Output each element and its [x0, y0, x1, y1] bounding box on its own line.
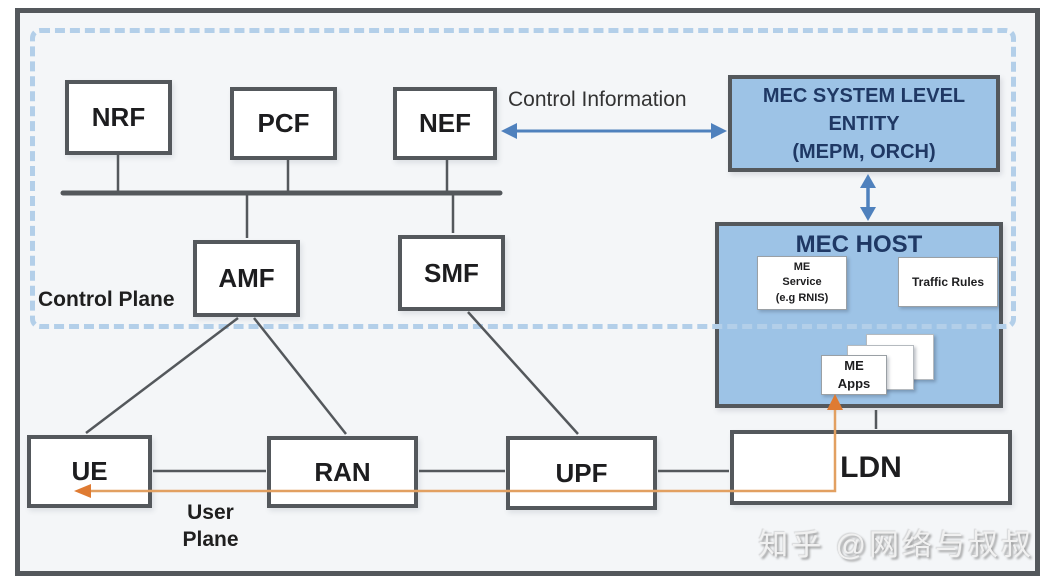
me-apps-line2: Apps: [837, 376, 871, 391]
node-ran: RAN: [267, 436, 418, 508]
user-plane-label-line2: Plane: [182, 528, 239, 552]
mec-sle-line1: MEC SYSTEM LEVEL: [762, 84, 966, 107]
node-ldn: LDN: [730, 430, 1012, 505]
control-information-label: Control Information: [508, 88, 687, 111]
mec-host-box: MEC HOST ME Service (e.g RNIS) Traffic R…: [715, 222, 1003, 408]
node-upf: UPF: [506, 436, 657, 510]
traffic-rules-box: Traffic Rules: [898, 257, 998, 307]
control-plane-label: Control Plane: [38, 288, 175, 311]
node-pcf: PCF: [230, 87, 337, 160]
node-nrf: NRF: [65, 80, 172, 155]
mec-host-title: MEC HOST: [795, 231, 923, 258]
me-service-line2: Service: [782, 276, 822, 289]
node-ue: UE: [27, 435, 152, 508]
node-amf-label: AMF: [218, 263, 275, 293]
node-smf-label: SMF: [424, 257, 479, 288]
node-pcf-label: PCF: [257, 108, 310, 138]
watermark: 知乎 @网络与叔叔: [758, 529, 1034, 562]
me-apps-line1: ME: [844, 358, 864, 374]
node-nrf-label: NRF: [91, 102, 146, 132]
traffic-rules-label: Traffic Rules: [911, 275, 985, 289]
node-ran-label: RAN: [314, 456, 371, 487]
mec-sle-line3: (MEPM, ORCH): [792, 140, 936, 163]
node-nef-label: NEF: [419, 108, 471, 138]
me-service-line3: (e.g RNIS): [775, 291, 829, 304]
me-service-box: ME Service (e.g RNIS): [757, 256, 847, 310]
user-plane-label-line1: User: [187, 501, 234, 524]
node-amf: AMF: [193, 240, 300, 317]
node-ue-label: UE: [71, 456, 108, 486]
node-nef: NEF: [393, 87, 497, 160]
me-service-line1: ME: [793, 260, 811, 273]
me-apps-box: ME Apps: [821, 355, 887, 395]
user-plane-label: User Plane: [158, 499, 263, 554]
mec-system-level-entity-box: MEC SYSTEM LEVEL ENTITY (MEPM, ORCH): [728, 75, 1000, 172]
node-upf-label: UPF: [555, 457, 608, 488]
node-ldn-label: LDN: [840, 450, 902, 484]
node-smf: SMF: [398, 235, 505, 311]
mec-sle-line2: ENTITY: [828, 112, 900, 135]
